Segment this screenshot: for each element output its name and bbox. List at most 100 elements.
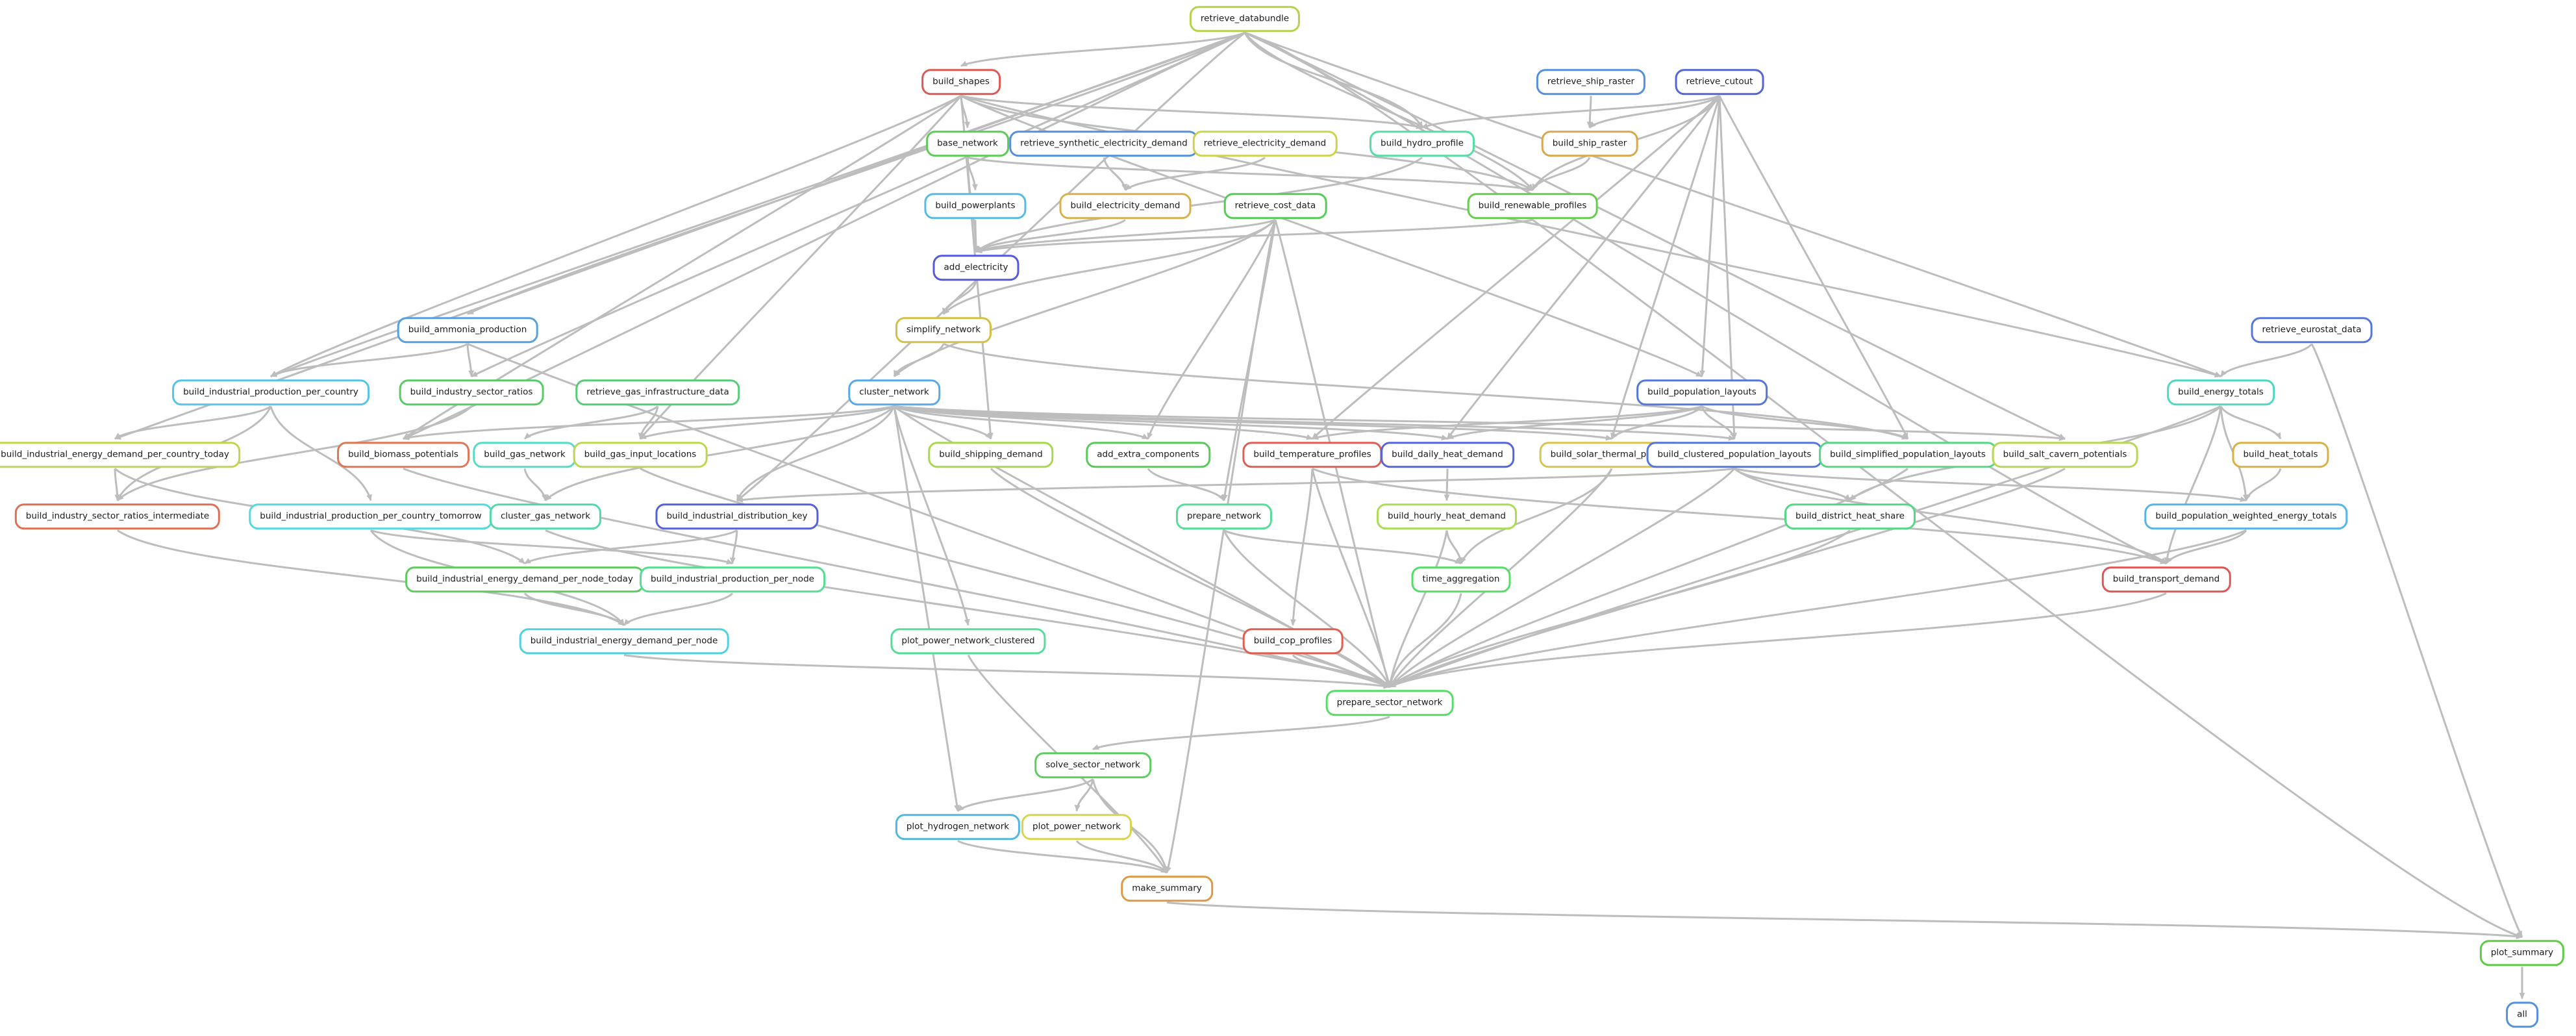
- edge-build_population_weighted_energy_totals-to-prepare_sector_network: [1389, 529, 2247, 688]
- edge-time_aggregation-to-prepare_sector_network: [1388, 593, 1462, 688]
- rule-node-build_renewable_profiles: build_renewable_profiles: [1467, 193, 1598, 219]
- rule-node-label: build_population_layouts: [1647, 386, 1757, 398]
- edge-plot_hydrogen_network-to-make_summary: [957, 840, 1168, 874]
- edge-retrieve_databundle-to-build_energy_totals: [1244, 32, 2221, 377]
- rule-node-build_industrial_energy_demand_per_node: build_industrial_energy_demand_per_node: [519, 628, 729, 654]
- rule-node-label: build_gas_input_locations: [584, 449, 697, 460]
- rule-node-build_cop_profiles: build_cop_profiles: [1242, 628, 1344, 654]
- edge-build_industrial_production_per_country-to-build_industrial_energy_demand_per_country_today: [114, 405, 271, 440]
- rule-node-label: build_transport_demand: [2112, 574, 2220, 585]
- rule-node-build_industrial_production_per_node: build_industrial_production_per_node: [640, 566, 825, 592]
- edge-build_gas_input_locations-to-prepare_sector_network: [640, 468, 1390, 688]
- edge-build_clustered_population_layouts-to-build_industrial_distribution_key: [736, 468, 1735, 503]
- edge-add_electricity-to-simplify_network: [942, 281, 977, 315]
- edge-simplify_network-to-cluster_network: [893, 343, 945, 377]
- edge-build_population_layouts-to-build_solar_thermal_profiles: [1610, 405, 1703, 440]
- rule-node-solve_sector_network: solve_sector_network: [1034, 752, 1151, 778]
- rule-node-label: build_industrial_energy_demand_per_node: [530, 635, 718, 646]
- edge-build_industrial_energy_demand_per_country_today-to-build_industry_sector_ratios_intermediate: [114, 468, 121, 501]
- edge-build_hydro_profile-to-add_electricity: [975, 157, 1423, 253]
- rule-node-build_district_heat_share: build_district_heat_share: [1784, 503, 1916, 529]
- rule-node-plot_power_network: plot_power_network: [1021, 814, 1132, 840]
- edge-build_clustered_population_layouts-to-build_transport_demand: [1734, 468, 2167, 564]
- rule-node-build_shipping_demand: build_shipping_demand: [928, 442, 1054, 468]
- rule-node-build_industrial_production_per_country: build_industrial_production_per_country: [172, 379, 369, 405]
- edge-cluster_network-to-cluster_gas_network: [544, 405, 895, 501]
- rule-node-build_transport_demand: build_transport_demand: [2101, 566, 2231, 592]
- edge-retrieve_databundle-to-build_salt_cavern_potentials: [1244, 32, 2066, 440]
- edge-build_renewable_profiles-to-add_electricity: [975, 219, 1533, 254]
- rule-node-prepare_sector_network: prepare_sector_network: [1325, 690, 1454, 716]
- edge-build_industrial_distribution_key-to-build_industrial_production_per_node: [729, 530, 738, 564]
- edge-build_clustered_population_layouts-to-prepare_sector_network: [1388, 468, 1736, 688]
- rule-node-retrieve_gas_infrastructure_data: retrieve_gas_infrastructure_data: [575, 379, 740, 405]
- edge-add_extra_components-to-prepare_network: [1147, 468, 1225, 501]
- rule-node-label: build_daily_heat_demand: [1392, 449, 1503, 460]
- edge-retrieve_eurostat_data-to-build_energy_totals: [2220, 343, 2313, 377]
- rule-node-label: prepare_sector_network: [1336, 697, 1443, 708]
- edge-build_industrial_production_per_country-to-build_industrial_production_per_country_tomorrow: [269, 406, 372, 501]
- edge-build_biomass_potentials-to-prepare_sector_network: [403, 468, 1390, 688]
- edge-build_industrial_distribution_key-to-build_industrial_energy_demand_per_node_today: [524, 529, 738, 564]
- edge-retrieve_cutout-to-build_population_layouts: [1699, 95, 1721, 377]
- rule-node-label: build_population_weighted_energy_totals: [2155, 511, 2337, 522]
- rule-node-all: all: [2506, 1002, 2538, 1028]
- rule-node-build_daily_heat_demand: build_daily_heat_demand: [1381, 442, 1514, 468]
- edge-retrieve_databundle-to-build_shapes: [960, 32, 1245, 67]
- edge-retrieve_databundle-to-build_transport_demand: [1244, 32, 2167, 564]
- edge-build_industrial_production_per_country_tomorrow-to-build_industrial_production_per_node: [370, 529, 733, 564]
- edge-retrieve_databundle-to-build_industrial_energy_demand_per_country_today: [114, 32, 1245, 440]
- rule-node-build_ship_raster: build_ship_raster: [1541, 131, 1638, 157]
- rule-node-label: build_solar_thermal_profiles: [1550, 449, 1673, 460]
- edge-build_shapes-to-build_energy_totals: [960, 95, 2221, 378]
- rule-node-retrieve_cost_data: retrieve_cost_data: [1223, 193, 1327, 219]
- edge-build_shipping_demand-to-prepare_sector_network: [990, 468, 1391, 688]
- rule-node-label: build_powerplants: [935, 200, 1016, 211]
- rule-node-retrieve_ship_raster: retrieve_ship_raster: [1536, 69, 1646, 95]
- rule-node-build_industry_sector_ratios: build_industry_sector_ratios: [399, 379, 544, 405]
- edge-build_ship_raster-to-build_renewable_profiles: [1531, 157, 1591, 191]
- edge-prepare_network-to-prepare_sector_network: [1223, 529, 1391, 688]
- rule-node-build_gas_input_locations: build_gas_input_locations: [573, 442, 708, 468]
- rule-node-label: simplify_network: [906, 324, 981, 335]
- rule-node-make_summary: make_summary: [1121, 876, 1213, 902]
- rule-node-label: build_industrial_energy_demand_per_count…: [1, 449, 229, 460]
- edge-build_heat_totals-to-build_population_weighted_energy_totals: [2245, 468, 2282, 501]
- rule-node-label: build_hourly_heat_demand: [1388, 511, 1506, 522]
- rule-node-build_industrial_energy_demand_per_node_today: build_industrial_energy_demand_per_node_…: [405, 566, 644, 592]
- rule-node-label: build_industrial_distribution_key: [666, 511, 808, 522]
- rule-node-label: retrieve_ship_raster: [1547, 76, 1635, 87]
- edge-build_industry_sector_ratios_intermediate-to-build_industrial_energy_demand_per_node: [117, 529, 625, 626]
- edge-build_energy_totals-to-build_transport_demand: [2164, 406, 2222, 564]
- edge-build_population_weighted_energy_totals-to-build_transport_demand: [2165, 529, 2247, 564]
- rule-node-label: all: [2517, 1009, 2527, 1020]
- rule-node-label: build_ammonia_production: [408, 324, 527, 335]
- edge-build_hourly_heat_demand-to-prepare_sector_network: [1387, 530, 1448, 688]
- rule-node-label: retrieve_electricity_demand: [1203, 138, 1327, 149]
- rule-node-build_clustered_population_layouts: build_clustered_population_layouts: [1646, 442, 1823, 468]
- rule-node-label: plot_hydrogen_network: [906, 821, 1010, 832]
- edge-retrieve_cutout-to-build_clustered_population_layouts: [1718, 95, 1738, 440]
- rule-node-label: prepare_network: [1186, 511, 1262, 522]
- rule-node-label: build_district_heat_share: [1795, 511, 1905, 522]
- edge-cluster_network-to-build_gas_input_locations: [640, 405, 895, 440]
- rule-node-label: build_industrial_energy_demand_per_node_…: [416, 574, 633, 585]
- edge-build_electricity_demand-to-add_electricity: [975, 219, 1126, 253]
- rule-node-label: build_shipping_demand: [939, 449, 1043, 460]
- rule-node-build_electricity_demand: build_electricity_demand: [1059, 193, 1192, 219]
- edge-build_powerplants-to-add_electricity: [973, 220, 979, 253]
- edge-simplify_network-to-build_simplified_population_layouts: [943, 343, 1908, 440]
- rule-node-build_heat_totals: build_heat_totals: [2232, 442, 2329, 468]
- rule-node-label: retrieve_databundle: [1200, 13, 1290, 24]
- rule-node-label: build_renewable_profiles: [1478, 200, 1587, 211]
- rule-node-label: build_cop_profiles: [1253, 635, 1332, 646]
- rule-node-build_industrial_production_per_country_tomorrow: build_industrial_production_per_country_…: [249, 503, 493, 529]
- edge-retrieve_cost_data-to-simplify_network: [942, 219, 1277, 315]
- rule-node-plot_power_network_clustered: plot_power_network_clustered: [890, 628, 1046, 654]
- rule-node-label: time_aggregation: [1422, 574, 1500, 585]
- rule-node-retrieve_synthetic_electricity_demand: retrieve_synthetic_electricity_demand: [1009, 131, 1199, 157]
- rule-node-build_industrial_distribution_key: build_industrial_distribution_key: [655, 503, 819, 529]
- edge-build_clustered_population_layouts-to-build_population_weighted_energy_totals: [1734, 468, 2247, 502]
- edge-build_industrial_energy_demand_per_node_today-to-build_industrial_energy_demand_per_node: [523, 592, 625, 626]
